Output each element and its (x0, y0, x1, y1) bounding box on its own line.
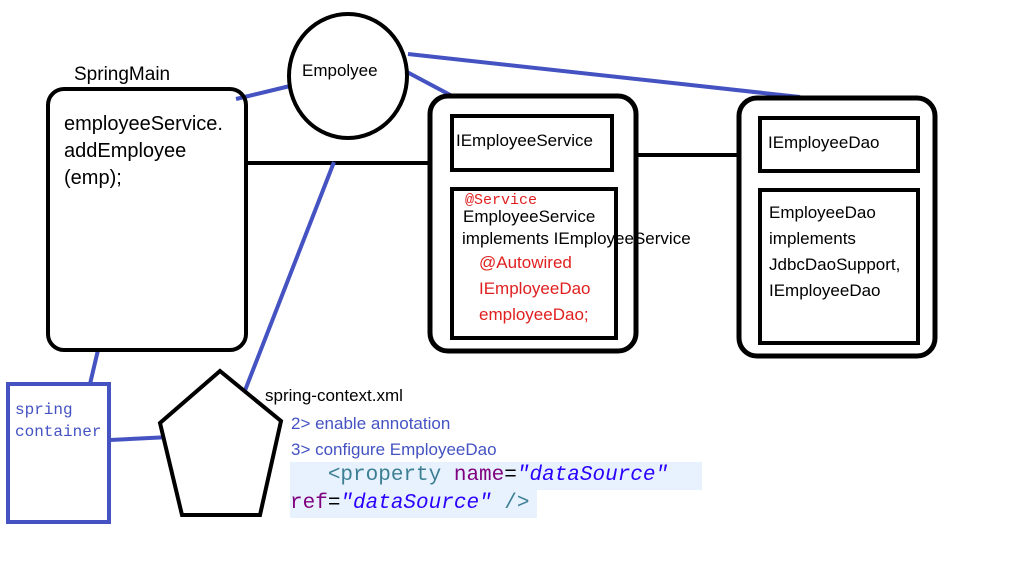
container-to-context-connector (109, 435, 171, 442)
employee-to-dao-connector (407, 52, 801, 99)
dao-line: IEmployeeDao (769, 281, 881, 300)
main-to-container-connector (88, 349, 100, 385)
dao-line: implements (769, 229, 856, 248)
container-line: spring (15, 401, 73, 419)
xml-attr-ref: ref (290, 492, 328, 515)
context-step3: 3> configure EmployeeDao (291, 440, 497, 459)
xml-value: "dataSource" (340, 492, 492, 515)
dao-interface-box (758, 116, 920, 173)
autowired-block: @Autowired IEmployeeDao employeeDao; (479, 250, 591, 328)
container-line: container (15, 423, 102, 441)
dao-class-text: EmployeeDao implements JdbcDaoSupport, I… (769, 200, 900, 304)
xml-equals: = (327, 492, 341, 515)
service-interface-label: IEmployeeService (456, 131, 594, 150)
dao-class-box (758, 188, 920, 345)
xml-attr-name: name (453, 464, 505, 487)
code-line: employeeService. (64, 113, 223, 135)
context-to-employee-connector (242, 161, 336, 394)
xml-value: "dataSource" (516, 464, 669, 487)
dao-line: EmployeeDao (769, 203, 876, 222)
field-name: employeeDao; (479, 305, 589, 324)
context-step2: 2> enable annotation (291, 414, 451, 433)
spring-main-code: employeeService. addEmployee (emp); (64, 111, 223, 192)
spring-main-box (46, 87, 248, 352)
xml-line-2: ref="dataSource" /> (290, 490, 537, 518)
service-class-line2: implements IEmployeeService (462, 229, 691, 248)
spring-container-box (6, 382, 111, 524)
dao-line: JdbcDaoSupport, (769, 255, 901, 274)
field-type: IEmployeeDao (479, 279, 591, 298)
code-line: (emp); (64, 167, 122, 189)
employee-label: Empolyee (302, 61, 378, 80)
autowired-annotation: @Autowired (479, 253, 572, 272)
service-annotation: @Service (465, 192, 538, 209)
context-title: spring-context.xml (265, 386, 403, 405)
service-interface-box (450, 114, 614, 172)
code-line: addEmployee (64, 140, 187, 162)
service-class-line1: EmployeeService (463, 207, 596, 226)
employee-to-service-connector (406, 70, 455, 99)
spring-container-label: spring container (15, 399, 101, 443)
dao-outer-box (736, 95, 938, 359)
service-class-box (450, 187, 618, 340)
service-outer-box (427, 93, 639, 354)
spring-main-title: SpringMain (74, 64, 171, 85)
spring-context-pentagon (157, 368, 284, 517)
xml-tag: <property (327, 464, 442, 487)
dao-interface-label: IEmployeeDao (768, 133, 880, 152)
xml-close-tag: /> (491, 492, 530, 515)
xml-equals: = (504, 464, 517, 487)
xml-line-1: <property name="dataSource" (290, 462, 702, 490)
employee-circle (287, 12, 409, 140)
